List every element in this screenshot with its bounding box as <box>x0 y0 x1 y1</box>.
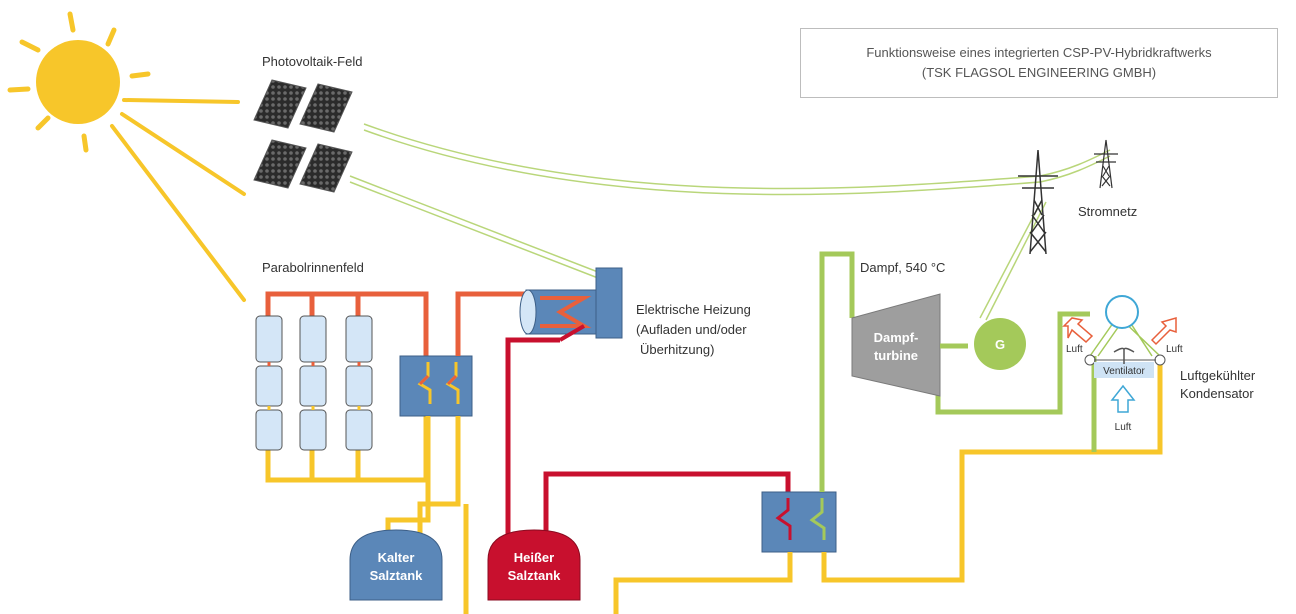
cold-tank-label-2: Salztank <box>370 568 424 583</box>
parabolic-trough-field <box>255 291 429 483</box>
steam-label: Dampf, 540 °C <box>860 260 945 275</box>
hot-salt-pipe <box>505 337 791 540</box>
electric-heater <box>519 267 623 342</box>
air-in-label: Luft <box>1115 422 1132 433</box>
heater-label-3: Überhitzung) <box>640 342 714 357</box>
turbine-label-1: Dampf- <box>874 330 919 345</box>
heater-label-2: (Aufladen und/oder <box>636 322 747 337</box>
air-right-label: Luft <box>1166 344 1183 355</box>
trough-field-label: Parabolrinnenfeld <box>262 260 364 275</box>
fan-label: Ventilator <box>1103 366 1145 377</box>
air-cooled-condenser <box>1084 295 1166 378</box>
grid-label: Stromnetz <box>1078 204 1137 219</box>
heat-exchanger-solar <box>399 355 473 417</box>
sun-icon <box>7 11 246 302</box>
cold-tank-label-1: Kalter <box>378 550 415 565</box>
cold-salt-tank <box>349 529 443 601</box>
air-left-label: Luft <box>1066 344 1083 355</box>
turbine-label-2: turbine <box>874 348 918 363</box>
power-pylon-small-icon <box>1094 139 1118 189</box>
title-line-2: (TSK FLAGSOL ENGINEERING GMBH) <box>921 65 1157 80</box>
generator <box>974 318 1026 370</box>
air-out-right-arrow-icon <box>1150 317 1177 346</box>
condenser-label-1: Luftgekühlter <box>1180 368 1256 383</box>
steam-pipe <box>819 251 855 492</box>
hot-tank-label-1: Heißer <box>514 550 554 565</box>
power-pylon-icon <box>1018 149 1058 255</box>
hot-salt-tank <box>487 529 581 601</box>
air-out-left-arrow-icon <box>1062 317 1094 344</box>
fan-icon <box>1113 347 1135 364</box>
pv-panel-group <box>253 79 353 193</box>
title-box: Funktionsweise eines integrierten CSP-PV… <box>800 28 1278 98</box>
pv-field-label: Photovoltaik-Feld <box>262 54 362 69</box>
condenser-label-2: Kondensator <box>1180 386 1254 401</box>
air-in-arrow-icon <box>1110 384 1136 413</box>
heater-label-1: Elektrische Heizung <box>636 302 751 317</box>
generator-label: G <box>995 337 1005 352</box>
heat-exchanger-steam <box>761 491 837 553</box>
hot-tank-label-2: Salztank <box>508 568 562 583</box>
steam-turbine <box>851 293 941 397</box>
cold-salt-return-pipe <box>613 356 1163 614</box>
title-line-1: Funktionsweise eines integrierten CSP-PV… <box>866 45 1212 60</box>
power-lines <box>349 123 1111 321</box>
